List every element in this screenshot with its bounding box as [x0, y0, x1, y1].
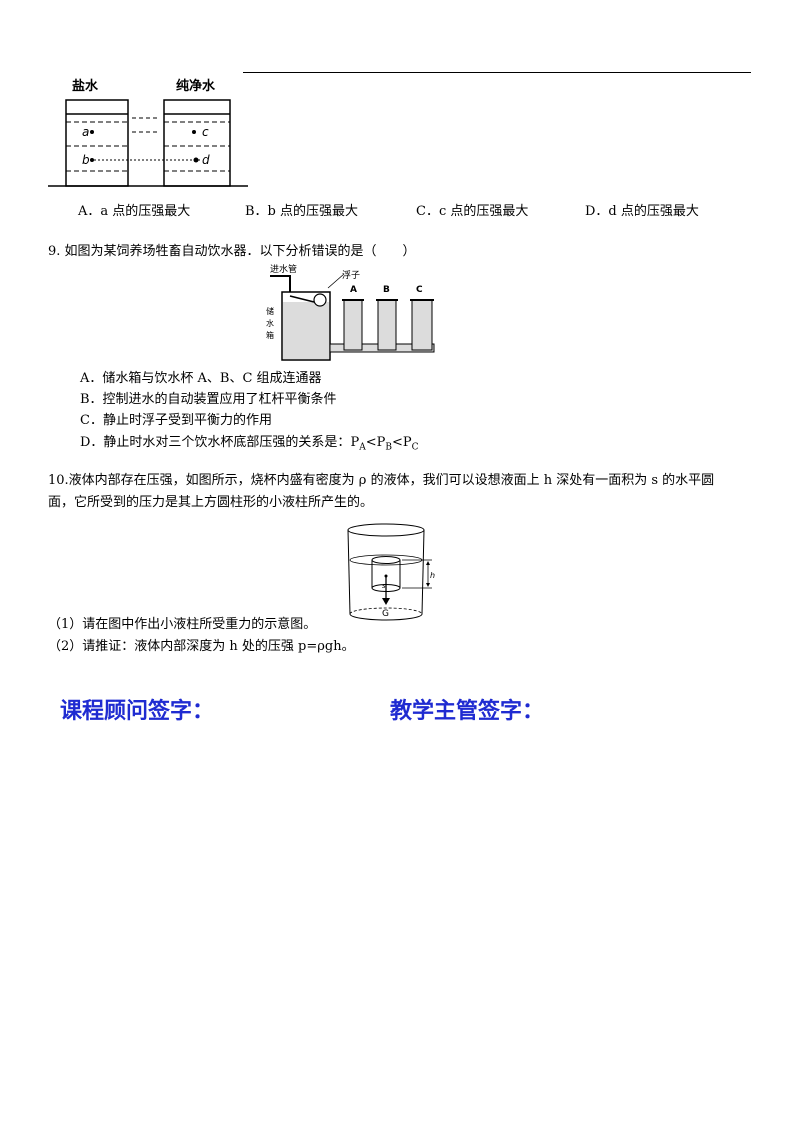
- q10-sub2: （2）请推证：液体内部深度为 h 处的压强 p=ρgh。: [48, 639, 355, 654]
- q8-option-c: C．c 点的压强最大: [416, 204, 529, 219]
- q9-option-a: A．储水箱与饮水杯 A、B、C 组成连通器: [80, 371, 322, 386]
- label-inlet: 进水管: [270, 263, 297, 275]
- q8-figure: 盐水 纯净水 a b c d: [48, 78, 248, 187]
- label-cup-a: A: [350, 285, 357, 295]
- q10-stem-line1: 10.液体内部存在压强，如图所示，烧杯内盛有密度为 ρ 的液体，我们可以设想液面…: [48, 473, 715, 488]
- q8-option-d: D．d 点的压强最大: [585, 204, 699, 219]
- label-tank-1: 储: [266, 306, 274, 316]
- point-a-label: a: [82, 125, 89, 139]
- q10-sub1: （1）请在图中作出小液柱所受重力的示意图。: [48, 617, 317, 632]
- q9-option-b: B．控制进水的自动装置应用了杠杆平衡条件: [80, 392, 337, 407]
- advisor-signature-label: 课程顾问签字：: [60, 699, 215, 724]
- label-pure-water: 纯净水: [176, 78, 216, 94]
- label-s: s: [382, 582, 386, 590]
- point-b-label: b: [82, 153, 90, 167]
- label-salt-water: 盐水: [72, 78, 99, 94]
- q9-option-d-text: D．静止时水对三个饮水杯底部压强的关系是：: [80, 435, 351, 450]
- label-g: G: [382, 609, 389, 619]
- label-cup-c: C: [416, 285, 423, 295]
- q10-figure: s G h: [347, 523, 435, 621]
- header-rule: [243, 72, 751, 73]
- q9-option-c: C．静止时浮子受到平衡力的作用: [80, 413, 272, 428]
- label-float: 浮子: [342, 269, 360, 281]
- q9-figure: 进水管 浮子 A B C 储 水 箱: [266, 263, 435, 361]
- q8-option-b: B．b 点的压强最大: [245, 204, 359, 219]
- q10-stem-line2: 面，它所受到的压力是其上方圆柱形的小液柱所产生的。: [48, 495, 374, 510]
- label-tank-3: 箱: [266, 330, 274, 340]
- q8-options: A．a 点的压强最大 B．b 点的压强最大 C．c 点的压强最大 D．d 点的压…: [0, 203, 800, 221]
- label-cup-b: B: [383, 285, 390, 295]
- label-tank-2: 水: [266, 318, 274, 328]
- point-c-label: c: [202, 125, 209, 139]
- point-d-label: d: [202, 153, 210, 167]
- supervisor-signature-label: 教学主管签字：: [390, 699, 545, 724]
- q9-stem: 9. 如图为某饲养场牲畜自动饮水器．以下分析错误的是（ ）: [48, 244, 416, 259]
- label-h: h: [430, 571, 435, 580]
- q9-option-d: D．静止时水对三个饮水杯底部压强的关系是：PA<PB<PC: [80, 435, 419, 453]
- q8-option-a: A．a 点的压强最大: [78, 204, 191, 219]
